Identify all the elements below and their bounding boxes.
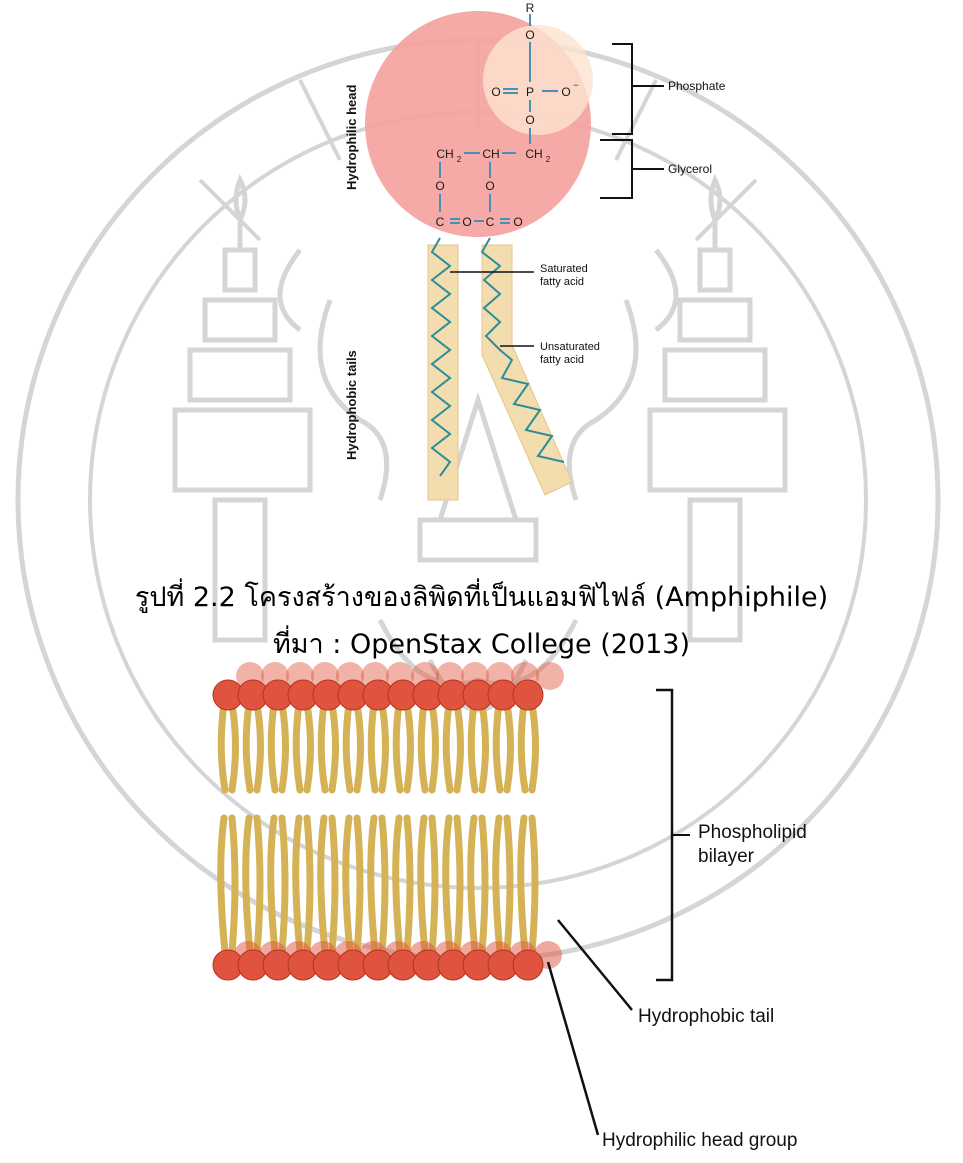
tail-pointer-line [558,920,632,1010]
hydrophilic-head-group-label: Hydrophilic head group [602,1130,797,1151]
upper-tail [246,704,250,790]
glycerol-bracket [600,140,632,198]
upper-tail [532,704,536,790]
lower-tail [357,818,360,952]
saturated-label-line2: fatty acid [540,276,584,288]
glycerol-ch2-right-sub: 2 [546,155,551,164]
saturated-label-line1: Saturated [540,263,588,275]
upper-tail [296,704,300,790]
lower-tail [432,818,435,952]
upper-tail [446,704,450,790]
upper-tail [332,704,336,790]
lower-tail [471,818,475,952]
atom-c-left: C [436,215,445,229]
lower-tail [457,818,460,952]
upper-tail [396,704,400,790]
upper-tail [432,704,436,790]
lower-tail [307,818,310,952]
lower-tail [371,818,375,952]
atom-o-bridge: O [525,113,534,127]
lower-tail [496,818,500,952]
glycerol-ch2-left-sub: 2 [457,155,462,164]
atom-r: R [526,1,535,15]
lower-tail [232,818,235,952]
glycerol-ch2-left: CH [436,147,453,161]
head-pointer-line [548,962,598,1135]
lower-tail [507,818,510,952]
hydrophobic-tail-label: Hydrophobic tail [638,1006,774,1027]
phosphate-label: Phosphate [668,79,726,93]
upper-tail [457,704,461,790]
minus-sign: − [573,80,578,90]
atom-o-minus: O [561,85,570,99]
hydrophobic-tails-label: Hydrophobic tails [344,350,359,460]
glycerol-ch: CH [482,147,499,161]
upper-tail [421,704,425,790]
bilayer-label-line1: Phospholipid [698,822,807,843]
lower-tail [482,818,485,952]
upper-tail [321,704,325,790]
top-head-ball [513,680,543,710]
front-row-heads [213,680,543,710]
upper-tail [271,704,275,790]
upper-tail [371,704,375,790]
lower-tail [396,818,400,952]
lower-tail [332,818,335,952]
atom-o-ester-mid: O [485,179,494,193]
atom-o-carbonyl-left: O [462,215,471,229]
amphiphile-molecule: R O O P O − O CH 2 CH CH 2 O O C O C O H… [344,1,726,500]
upper-tail [221,704,225,790]
lower-tail [282,818,285,952]
unsaturated-label-line1: Unsaturated [540,341,600,353]
atom-o-carbonyl-right: O [513,215,522,229]
figure-source: ที่มา : OpenStax College (2013) [0,622,963,665]
glycerol-ch2-right: CH [525,147,542,161]
bilayer-bracket [656,690,672,980]
lower-tail [246,818,250,952]
hydrophilic-head-label: Hydrophilic head [344,84,359,190]
lower-tail [271,818,275,952]
atom-c-right: C [486,215,495,229]
bottom-head-ball [513,950,543,980]
upper-tail [471,704,475,790]
glycerol-label: Glycerol [668,162,712,176]
upper-tail [232,704,236,790]
upper-tail [257,704,261,790]
lower-tail [296,818,300,952]
upper-tail [407,704,411,790]
atom-p: P [526,85,534,99]
atom-o-ester-left: O [435,179,444,193]
upper-tail [382,704,386,790]
unsaturated-label-line2: fatty acid [540,354,584,366]
upper-tail [507,704,511,790]
upper-tail [282,704,286,790]
phospholipid-bilayer: Phospholipid bilayer Hydrophobic tail Hy… [213,662,807,1151]
lower-tail [382,818,385,952]
upper-tail [521,704,525,790]
upper-tail [307,704,311,790]
phosphate-bracket [612,44,632,134]
upper-tail [496,704,500,790]
lower-tail [346,818,350,952]
lower-tail [321,818,325,952]
bilayer-label-line2: bilayer [698,846,755,867]
upper-tail [346,704,350,790]
figure-caption: รูปที่ 2.2 โครงสร้างของลิพิดที่เป็นแอมฟิ… [0,575,963,618]
lower-tail [532,818,535,952]
lower-tail [407,818,410,952]
lower-tail [257,818,260,952]
upper-tail [482,704,486,790]
atom-o-double: O [491,85,500,99]
upper-tail [357,704,361,790]
atom-o-top: O [525,28,534,42]
